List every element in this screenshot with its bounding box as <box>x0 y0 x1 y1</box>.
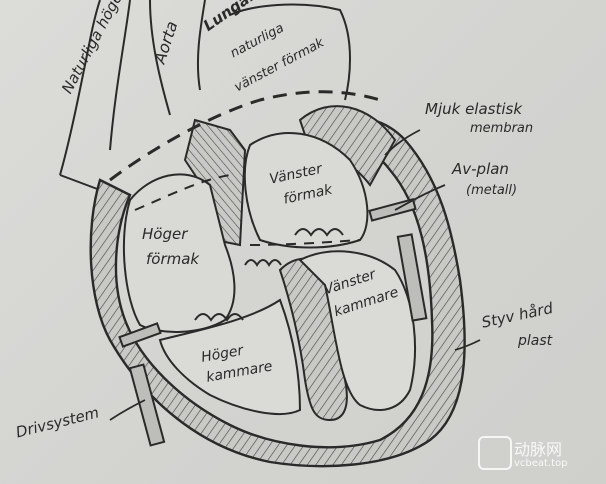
label-metall: (metall) <box>466 183 518 198</box>
valve-leaflets <box>194 228 344 322</box>
elastic-membrane-dashed <box>109 90 381 182</box>
label-av-plan: Av-plan <box>452 160 509 178</box>
label-membran: membran <box>470 121 534 136</box>
left-ventricle-chamber <box>298 250 416 411</box>
watermark-logo-icon <box>478 436 512 470</box>
right-ventricle-chamber <box>158 298 302 416</box>
watermark-text: 动脉网 <box>514 440 563 459</box>
vessel-outlines <box>59 0 351 191</box>
label-plast: plast <box>518 333 553 349</box>
label-hoger-formak-1: Höger <box>142 225 188 243</box>
label-mjuk-elastisk: Mjuk elastisk <box>425 100 523 118</box>
right-atrium-chamber <box>122 173 236 333</box>
leader-lines <box>109 129 481 421</box>
label-hoger-formak-2: förmak <box>146 250 200 268</box>
watermark-url: vcbeat.top <box>514 458 568 469</box>
av-plane-dashed <box>134 174 361 246</box>
